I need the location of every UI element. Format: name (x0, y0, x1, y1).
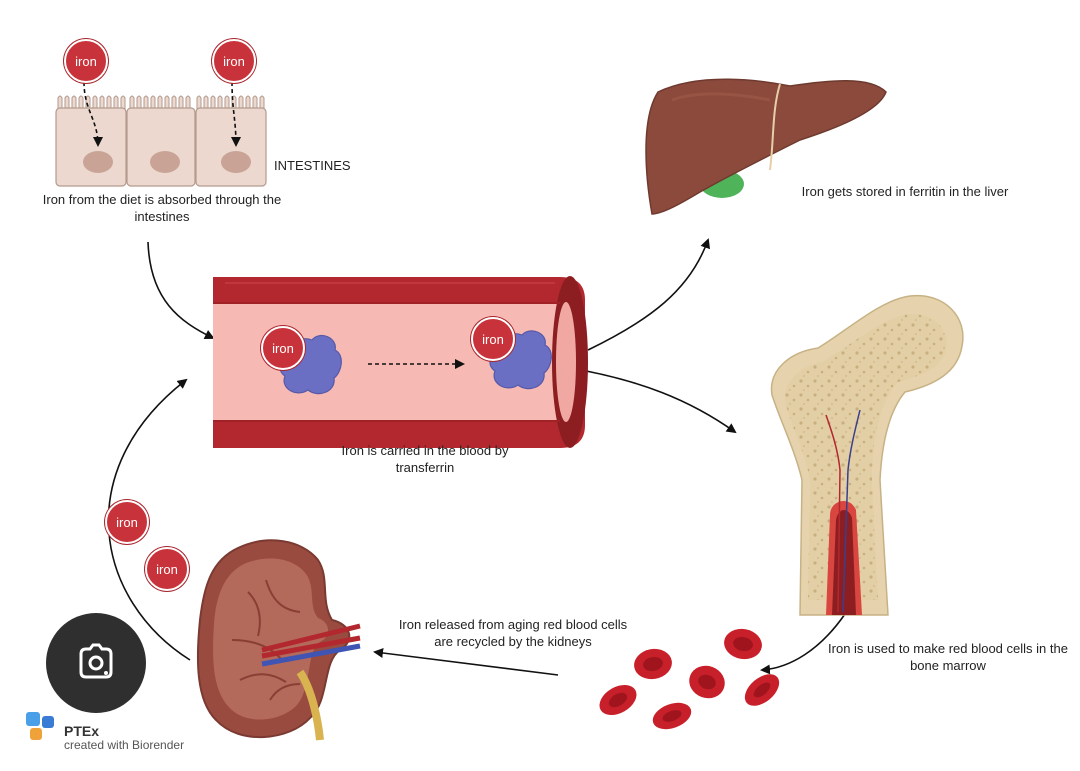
camera-icon (79, 643, 113, 679)
intestine-cell (126, 107, 196, 187)
arrow-intestine-to-blood (147, 241, 215, 340)
arrow-marrow-to-rbc (760, 613, 846, 675)
brand-logo (26, 712, 54, 740)
step-blood-text: Iron is carried in the blood by transfer… (341, 443, 509, 475)
iron-molecule: iron (261, 326, 305, 370)
step-marrow-text: Iron is used to make red blood cells in … (828, 641, 1068, 673)
arrow-blood-to-marrow (569, 367, 737, 434)
iron-molecule: iron (471, 317, 515, 361)
nucleus (150, 151, 180, 173)
intestines-label: INTESTINES (274, 158, 351, 173)
brand-title: PTEx (64, 723, 100, 739)
nucleus (83, 151, 113, 173)
microvilli (57, 95, 265, 110)
absorption-arrow (83, 81, 103, 147)
absorption-arrow (230, 81, 241, 147)
intestine-cell (195, 107, 267, 187)
nucleus (221, 151, 251, 173)
kidney (196, 539, 361, 741)
arrow-rbc-to-kidney (373, 648, 559, 676)
iron-molecule: iron (64, 39, 108, 83)
iron-molecule: iron (105, 500, 149, 544)
intestine-cell (55, 107, 127, 187)
brand-subtitle: created with Biorender (64, 738, 185, 752)
intestine-cells (55, 81, 267, 187)
femur (770, 294, 964, 616)
liver (645, 78, 887, 215)
red-blood-cells (599, 628, 780, 730)
google-lens-icon[interactable] (46, 613, 146, 713)
step-kidneys-text: Iron released from aging red blood cells… (398, 617, 628, 649)
arrow-blood-to-liver (587, 238, 710, 351)
iron-molecule: iron (145, 547, 189, 591)
step-liver-text: Iron gets stored in ferritin in the live… (801, 184, 1009, 199)
step-intestines-text: Iron from the diet is absorbed through t… (42, 192, 282, 224)
iron-molecule: iron (212, 39, 256, 83)
brand: PTEx created with Biorender (64, 724, 184, 752)
